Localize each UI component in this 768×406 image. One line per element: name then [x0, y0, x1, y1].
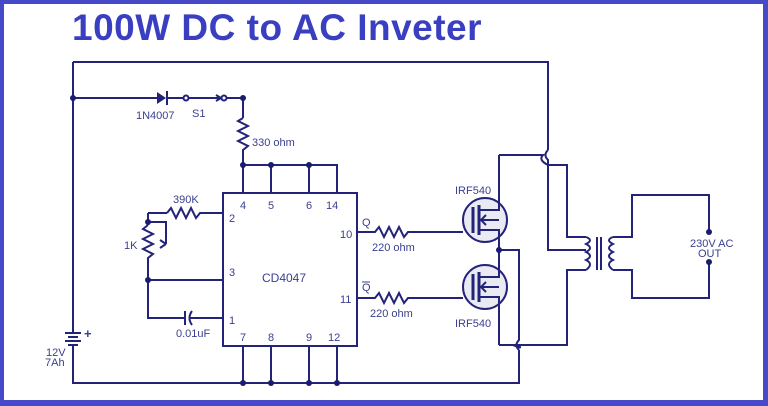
- resistor-330-label: 330 ohm: [252, 137, 295, 149]
- qbar-output-label: Q: [362, 282, 371, 294]
- switch-s1[interactable]: [182, 94, 228, 102]
- ic-pin-6: 6: [306, 200, 312, 212]
- battery-12v: [65, 330, 81, 346]
- battery-plus-sign: +: [84, 326, 92, 341]
- battery-capacity-label: 7Ah: [45, 357, 65, 369]
- gate-resistor-top-label: 220 ohm: [372, 242, 415, 254]
- ic-pin-7: 7: [240, 332, 246, 344]
- q-output-label: Q: [362, 217, 371, 229]
- capacitor-label: 0.01uF: [176, 328, 211, 340]
- gate-resistor-bottom: [357, 290, 463, 306]
- resistor-390k: [166, 205, 223, 221]
- timing-network: [140, 205, 223, 326]
- ground-rail-wire: [72, 344, 520, 384]
- ic-pin-10: 10: [340, 229, 352, 241]
- ic-pin-1: 1: [229, 315, 235, 327]
- ic-pin-11: 11: [340, 294, 351, 306]
- transformer: [583, 194, 712, 299]
- mosfet-bottom-label: IRF540: [455, 318, 491, 330]
- ic-pin-12: 12: [328, 332, 340, 344]
- output-label-out: OUT: [698, 248, 722, 260]
- switch-label: S1: [192, 108, 205, 120]
- potentiometer-label: 1K: [124, 240, 138, 252]
- battery-voltage-label: 12V: [46, 347, 66, 359]
- mosfet-top-irf540: [462, 155, 508, 250]
- mosfet-bottom-irf540: [462, 250, 508, 345]
- ic-pin-2: 2: [229, 213, 235, 225]
- diode-switch-branch: [70, 91, 246, 118]
- gate-resistor-bottom-label: 220 ohm: [370, 308, 413, 320]
- ic-pin-9: 9: [306, 332, 312, 344]
- ic-pin-3: 3: [229, 267, 235, 279]
- primary-wiring: [496, 149, 586, 351]
- top-rail-wire: [73, 61, 549, 150]
- diagram-title: 100W DC to AC Inveter: [72, 7, 483, 48]
- resistor-330-ohm: [235, 117, 251, 165]
- power-rails: [72, 61, 549, 384]
- ic-cd4047: [222, 192, 358, 347]
- ic-pin-5: 5: [268, 200, 274, 212]
- ic-pin-8: 8: [268, 332, 274, 344]
- potentiometer-1k: [140, 224, 156, 280]
- ic-label: CD4047: [262, 271, 306, 285]
- ic-pin-4: 4: [240, 200, 246, 212]
- output-label-voltage: 230V AC: [690, 238, 733, 250]
- diode-1n4007: [157, 91, 168, 105]
- mosfet-top-label: IRF540: [455, 185, 491, 197]
- gate-resistor-top: [357, 224, 463, 240]
- resistor-390k-label: 390K: [173, 194, 199, 206]
- ic-pin-14: 14: [326, 200, 338, 212]
- diode-label: 1N4007: [136, 110, 175, 122]
